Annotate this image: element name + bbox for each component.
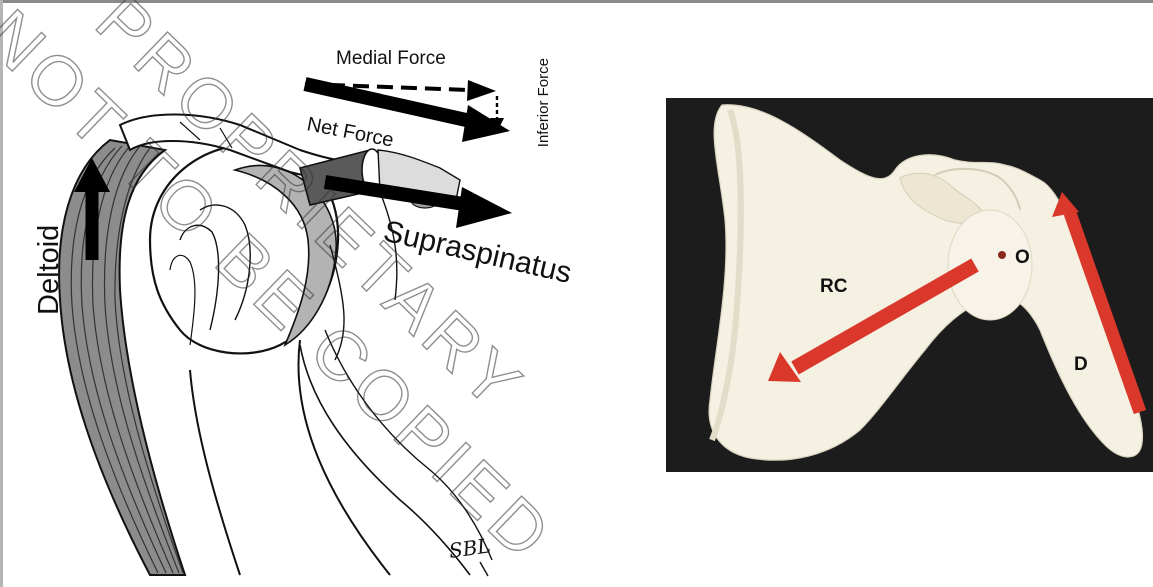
label-o: O xyxy=(1015,247,1030,268)
label-net-force: Net Force xyxy=(305,113,395,151)
label-inferior-force: Inferior Force xyxy=(535,58,552,147)
label-medial-force: Medial Force xyxy=(336,48,446,69)
left-border xyxy=(0,0,3,587)
label-d: D xyxy=(1074,354,1088,375)
label-deltoid: Deltoid xyxy=(33,225,65,315)
top-border xyxy=(0,0,1153,3)
label-rc: RC xyxy=(820,276,848,297)
center-of-rotation-dot xyxy=(998,251,1006,259)
scapula-photo: RC O D xyxy=(666,98,1153,472)
